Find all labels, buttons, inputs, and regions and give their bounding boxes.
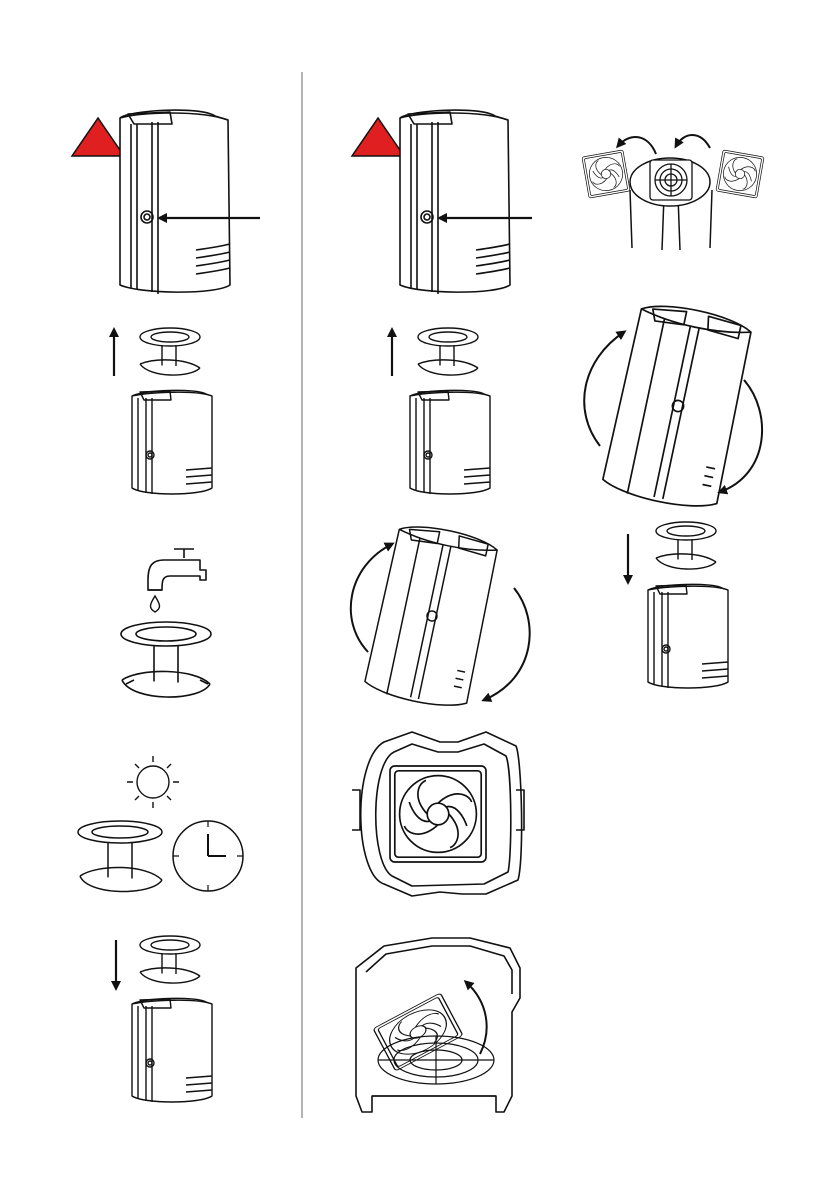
- housing-icon: [352, 732, 524, 896]
- clock-icon: [173, 821, 243, 891]
- unit-icon: [410, 390, 490, 494]
- unit-icon: [120, 110, 230, 294]
- step-left-rinse-reservoir: [121, 549, 211, 697]
- warning-triangle-icon: [72, 118, 124, 156]
- unit-icon: [400, 110, 510, 294]
- faucet-icon: [148, 549, 206, 590]
- step-middle-lift-fan-out: [356, 938, 520, 1112]
- reservoir-icon: [418, 328, 478, 375]
- reservoir-icon: [121, 622, 211, 697]
- step-middle-press-button: [352, 110, 532, 294]
- reservoir-icon: [656, 522, 716, 569]
- step-right-replace-fan: [582, 135, 764, 250]
- step-middle-fan-bottom-view: [352, 732, 524, 896]
- reservoir-icon: [140, 936, 200, 983]
- unit-icon: [132, 390, 212, 494]
- reservoir-icon: [78, 821, 162, 892]
- unit-icon: [648, 584, 728, 688]
- step-middle-rotate-unit: [351, 520, 530, 712]
- step-right-insert-reservoir: [628, 522, 728, 688]
- step-left-dry-reservoir: [78, 756, 243, 892]
- curved-arrow-icon: [618, 135, 710, 154]
- unit-icon: [601, 299, 755, 514]
- fan-guard-icon: [650, 160, 692, 200]
- step-left-lift-reservoir: [114, 328, 212, 494]
- step-middle-lift-reservoir: [392, 328, 490, 494]
- step-left-press-button: [72, 110, 260, 294]
- unit-icon: [132, 998, 212, 1102]
- reservoir-icon: [140, 328, 200, 375]
- sun-icon: [127, 756, 179, 808]
- warning-triangle-icon: [352, 118, 404, 156]
- fan-icon: [582, 150, 630, 198]
- water-drop-icon: [150, 596, 159, 612]
- fan-icon: [716, 150, 764, 198]
- step-left-insert-reservoir: [116, 936, 212, 1102]
- step-right-rotate-unit-back: [584, 299, 762, 514]
